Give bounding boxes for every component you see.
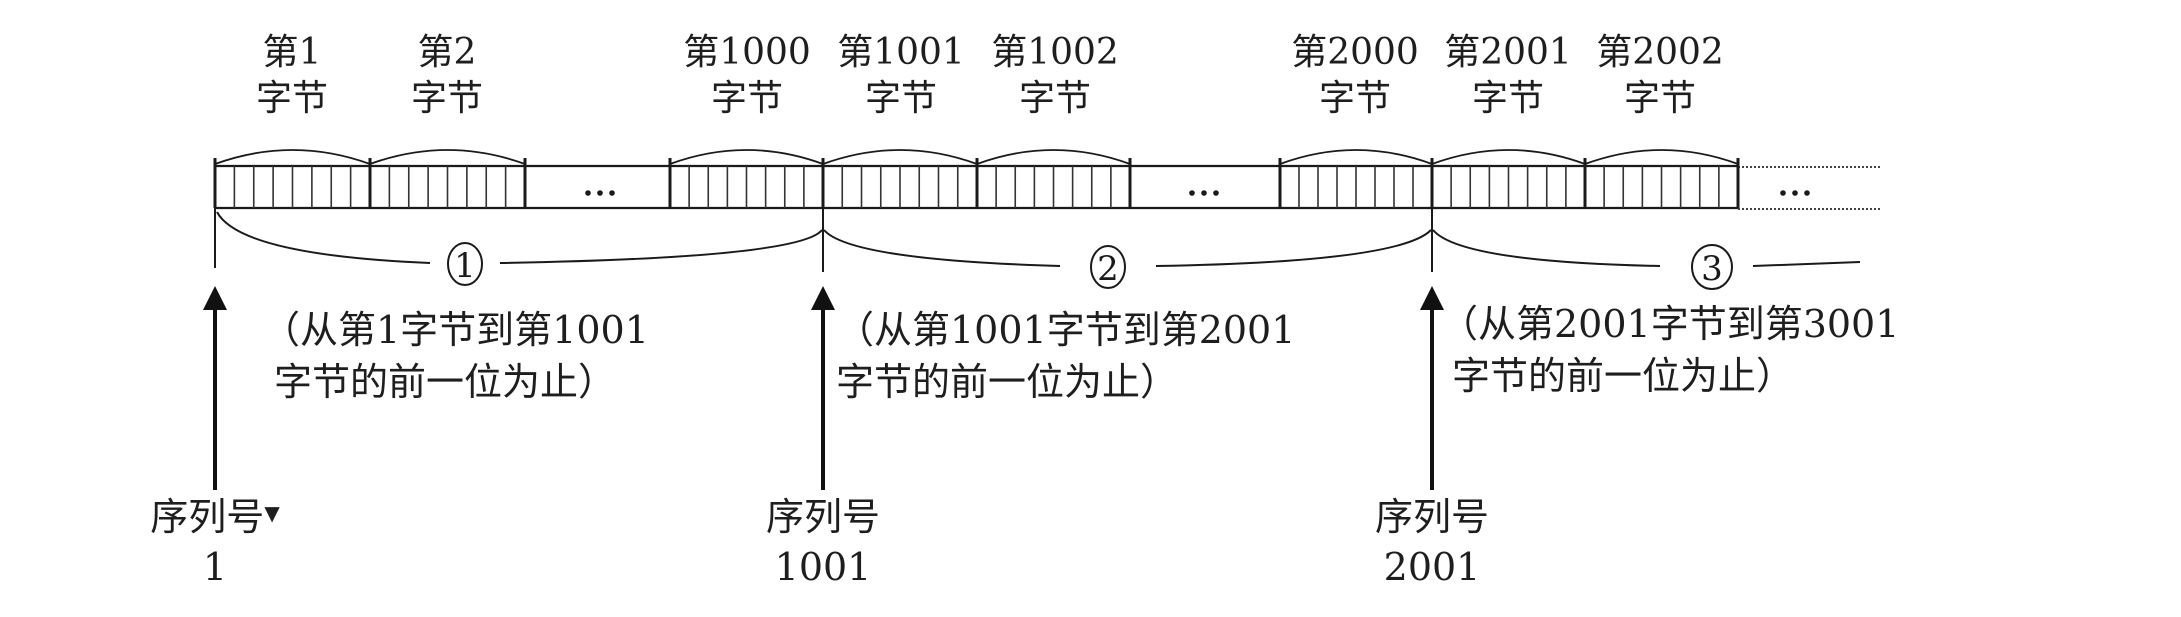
svg-text:1: 1: [454, 246, 476, 286]
arrow-up-icon: [1420, 286, 1444, 490]
segment-marks: 1 2 3: [447, 242, 1733, 290]
byte-label: 第2001 字节: [1444, 32, 1572, 119]
byte-box: [1430, 149, 1587, 208]
svg-text:2: 2: [1097, 249, 1119, 289]
triangle-marker-icon: ▼: [264, 501, 280, 525]
sequence-arrows: [203, 286, 1444, 490]
byte-box: [1583, 149, 1740, 208]
byte-box: [213, 149, 372, 208]
sequence-label-1: 序列号▼ 1: [150, 495, 280, 589]
segment-1-description: （从第1字节到第1001 字节的前一位为止）: [262, 308, 649, 404]
sequence-label-1001: 序列号 1001: [765, 495, 880, 589]
byte-label: 第1000 字节: [683, 32, 811, 119]
byte-box: [821, 149, 979, 208]
ellipsis-icon: [585, 190, 615, 196]
ellipsis-icon: [1780, 190, 1810, 196]
segment-mark-2: 2: [1090, 245, 1126, 289]
byte-box: [975, 149, 1132, 208]
svg-text:3: 3: [1701, 249, 1723, 289]
byte-label: 第1001 字节: [837, 32, 965, 119]
byte-label: 第2000 字节: [1291, 32, 1419, 119]
segment-2-description: （从第1001字节到第2001 字节的前一位为止）: [836, 308, 1296, 404]
segment-3-description: （从第2001字节到第3001 字节的前一位为止）: [1440, 302, 1900, 398]
byte-label: 第2002 字节: [1596, 32, 1724, 119]
byte-box: [368, 149, 527, 208]
byte-label: 第2 字节: [410, 32, 483, 119]
sequence-label-2001: 序列号 2001: [1374, 495, 1489, 589]
segment-mark-3: 3: [1691, 244, 1733, 290]
ellipsis-icon: [1189, 190, 1219, 196]
byte-box: [668, 149, 825, 208]
byte-label: 第1 字节: [255, 32, 328, 119]
byte-boxes: [213, 149, 1740, 208]
segment-braces: [214, 208, 1861, 272]
arrow-up-icon: [811, 286, 835, 490]
byte-label: 第1002 字节: [991, 32, 1119, 119]
byte-box: [1278, 149, 1434, 208]
segment-mark-1: 1: [447, 242, 483, 286]
byte-tape: [215, 164, 1880, 210]
arrow-up-icon: [203, 286, 227, 490]
tape-ellipsis-group: [585, 190, 1810, 196]
